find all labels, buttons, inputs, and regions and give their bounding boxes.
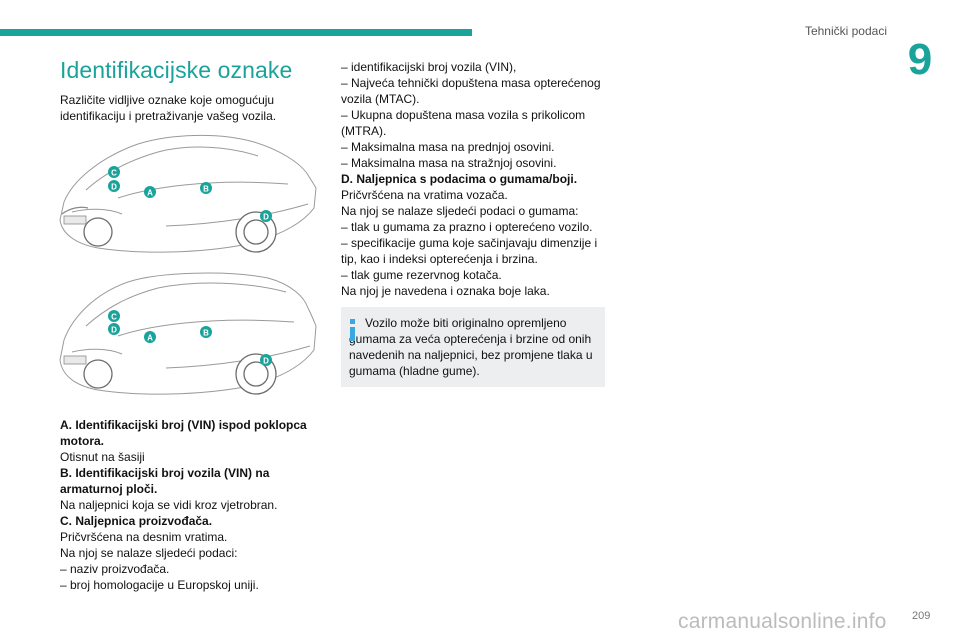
callout-markers-estate: C D A B D — [108, 310, 272, 366]
item-c-detail: Pričvršćena na desnim vratima. — [60, 530, 228, 544]
callout-b-marker — [200, 182, 212, 194]
item-d-intro: Na njoj se nalaze sljedeći podaci o guma… — [341, 204, 579, 218]
callout-d2-marker-estate — [260, 354, 272, 366]
callout-b: B — [203, 185, 209, 194]
item-a-detail: Otisnut na šasiji — [60, 450, 145, 464]
item-d-bullet-3: – tlak gume rezervnog kotača. — [341, 268, 502, 282]
sedan-illustration: C D A B D — [59, 134, 317, 253]
callout-c-estate: C — [111, 313, 117, 322]
info-text: Vozilo može biti originalno opremljeno g… — [349, 316, 593, 378]
item-d-detail: Pričvršćena na vratima vozača. — [341, 188, 508, 202]
item-c-title: C. Naljepnica proizvođača. — [60, 514, 213, 528]
item-c-bullet-1: – naziv proizvođača. — [60, 562, 170, 576]
callout-a: A — [147, 189, 153, 198]
item-c-bullet-5: – Ukupna dopuštena masa vozila s prikoli… — [341, 108, 586, 138]
item-d-title: D. Naljepnica s podacima o gumama/boji. — [341, 172, 578, 186]
callout-a-estate: A — [147, 334, 153, 343]
chapter-accent-bar — [0, 29, 472, 36]
callout-c-marker — [108, 166, 120, 178]
label-descriptions-left: A. Identifikacijski broj (VIN) ispod pok… — [60, 417, 318, 593]
item-c-bullet-7: – Maksimalna masa na stražnjoj osovini. — [341, 156, 557, 170]
item-b-title: B. Identifikacijski broj vozila (VIN) na… — [60, 466, 270, 496]
callout-d2-estate: D — [263, 357, 269, 366]
item-c-intro: Na njoj se nalaze sljedeći podaci: — [60, 546, 238, 560]
intro-paragraph: Različite vidljive oznake koje omogućuju… — [60, 93, 277, 123]
chapter-number: 9 — [907, 35, 933, 84]
item-c-bullet-4: – Najveća tehnički dopuštena masa optere… — [341, 76, 601, 106]
info-icon — [350, 319, 355, 341]
callout-d: D — [111, 183, 117, 192]
callout-d-marker-estate — [108, 323, 120, 335]
callout-d2-marker — [260, 210, 272, 222]
callout-d2: D — [263, 213, 269, 222]
item-c-bullet-2: – broj homologacije u Europskoj uniji. — [60, 578, 259, 592]
right-column: – identifikacijski broj vozila (VIN), – … — [341, 59, 607, 387]
item-d-bullet-1: – tlak u gumama za prazno i opterećeno v… — [341, 220, 593, 234]
left-column-header: Identifikacijske oznake Različite vidlji… — [60, 56, 318, 124]
callout-a-marker — [144, 186, 156, 198]
item-c-bullet-3: – identifikacijski broj vozila (VIN), — [341, 60, 517, 74]
callout-c-marker-estate — [108, 310, 120, 322]
callout-d-marker — [108, 180, 120, 192]
callout-c: C — [111, 169, 117, 178]
item-b-detail: Na naljepnici koja se vidi kroz vjetrobr… — [60, 498, 278, 512]
item-d-paint-note: Na njoj je navedena i oznaka boje laka. — [341, 284, 550, 298]
callout-d-estate: D — [111, 326, 117, 335]
callout-a-marker-estate — [144, 331, 156, 343]
callout-markers: C D A B D — [108, 166, 272, 222]
item-a-title: A. Identifikacijski broj (VIN) ispod pok… — [60, 418, 307, 448]
estate-illustration: C D A B D — [59, 272, 317, 395]
item-c-bullet-6: – Maksimalna masa na prednjoj osovini. — [341, 140, 555, 154]
callout-b-marker-estate — [200, 326, 212, 338]
section-label: Tehnički podaci — [804, 24, 887, 38]
callout-b-estate: B — [203, 329, 209, 338]
page-title: Identifikacijske oznake — [60, 57, 293, 83]
watermark: carmanualsonline.info — [678, 610, 887, 633]
item-d-bullet-2: – specifikacije guma koje sačinjavaju di… — [341, 236, 598, 266]
page-number: 209 — [912, 610, 931, 622]
info-box: Vozilo može biti originalno opremljeno g… — [341, 307, 605, 387]
